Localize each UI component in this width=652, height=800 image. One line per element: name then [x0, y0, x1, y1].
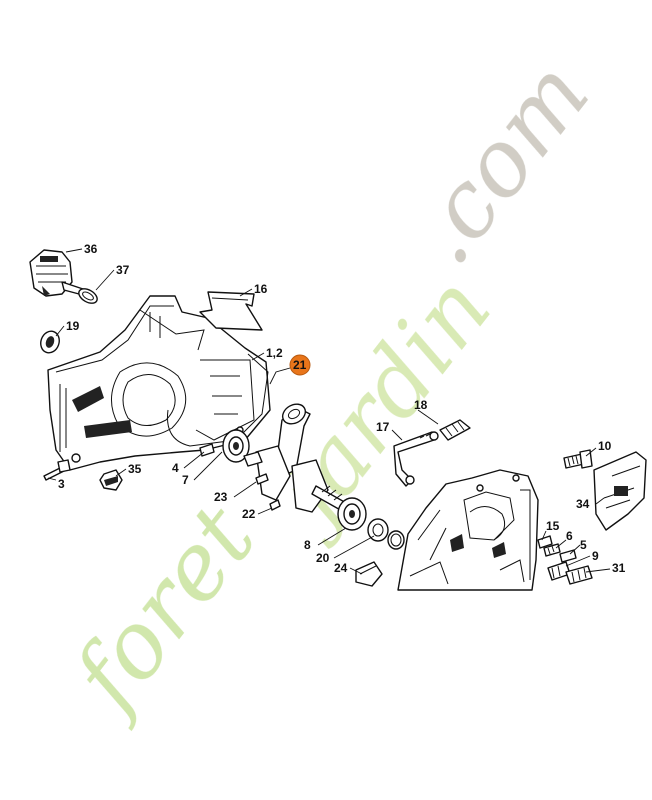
label-16: 16: [254, 282, 268, 296]
part-4-pin: [199, 443, 215, 457]
part-3-screw: [43, 459, 71, 481]
label-36: 36: [84, 242, 98, 256]
part-1-2-crankcase: [47, 295, 271, 471]
highlight-circle-21: [289, 354, 311, 376]
part-9-stud: [547, 561, 571, 581]
label-8: 8: [304, 538, 311, 552]
part-23-key: [255, 473, 269, 485]
part-circlip: [387, 530, 405, 550]
part-5-screw: [559, 549, 577, 563]
label-9: 9: [592, 549, 599, 563]
label-20: 20: [316, 551, 330, 565]
leader-lines: [47, 248, 611, 575]
label-4: 4: [172, 461, 179, 475]
label-19: 19: [66, 319, 80, 333]
label-3: 3: [58, 477, 65, 491]
label-6: 6: [566, 529, 573, 543]
part-24-clip: [355, 561, 383, 587]
part-crankshaft: [243, 403, 349, 513]
watermark-text-com: .com: [388, 42, 610, 284]
label-10: 10: [598, 439, 612, 453]
part-number-labels: 36 37 16 19 1,2 21 18 17 10 4 7 35 3 23 …: [58, 242, 626, 575]
part-7-bearing: [222, 429, 250, 463]
label-5: 5: [580, 538, 587, 552]
label-22: 22: [242, 507, 256, 521]
label-17: 17: [376, 420, 390, 434]
part-20-seal: [367, 518, 389, 542]
label-24: 24: [334, 561, 348, 575]
part-34-cover: [593, 451, 647, 531]
part-19-seal: [40, 330, 60, 354]
label-37: 37: [116, 263, 130, 277]
label-15: 15: [546, 519, 560, 533]
watermark-text-foret: foret: [49, 485, 276, 734]
part-6-screw: [543, 543, 561, 557]
part-18-spring: [429, 419, 471, 441]
part-36-oil-pump: [29, 249, 95, 299]
part-15-screw: [537, 535, 553, 549]
label-34: 34: [576, 497, 590, 511]
part-10-stud: [563, 449, 593, 469]
part-37-o-ring: [78, 288, 98, 304]
part-21-gasket: [166, 353, 269, 447]
label-7: 7: [182, 473, 189, 487]
label-18: 18: [414, 398, 428, 412]
label-1-2: 1,2: [266, 346, 283, 360]
part-16-plate: [199, 291, 263, 331]
label-35: 35: [128, 462, 142, 476]
part-right-crankcase: [397, 469, 539, 591]
label-31: 31: [612, 561, 626, 575]
part-35-grommet: [99, 469, 123, 491]
label-21: 21: [293, 358, 307, 372]
part-31-stud: [565, 565, 593, 585]
label-23: 23: [214, 490, 228, 504]
part-8-bearing: [337, 497, 367, 531]
